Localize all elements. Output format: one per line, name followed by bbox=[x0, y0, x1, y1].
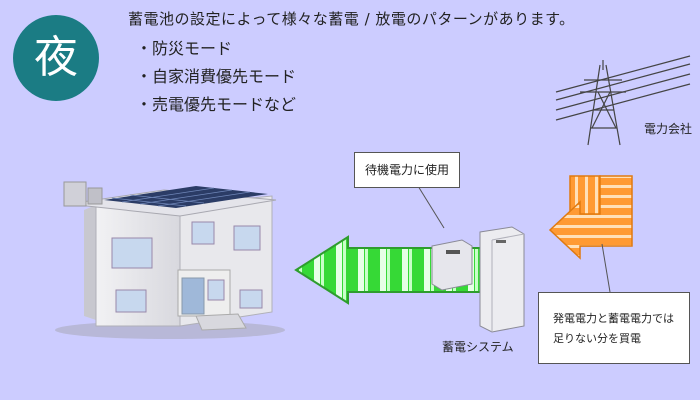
mode-item: 防災モード bbox=[150, 36, 296, 64]
purchase-note: 発電電力と蓄電電力では 足りない分を買電 bbox=[538, 292, 690, 364]
mode-list: 防災モード 自家消費優先モード 売電優先モードなど bbox=[150, 36, 296, 120]
transmission-tower-icon bbox=[555, 55, 691, 146]
headline: 蓄電池の設定によって様々な蓄電 / 放電のパターンがあります。 bbox=[128, 10, 575, 28]
standby-callout-pointer bbox=[417, 185, 445, 229]
purchase-arrow bbox=[548, 175, 633, 260]
purchase-note-line: 足りない分を買電 bbox=[553, 332, 641, 345]
house-with-solar-panels-icon bbox=[55, 181, 285, 339]
storage-system-label: 蓄電システム bbox=[442, 340, 514, 354]
purchase-note-line: 発電電力と蓄電電力では bbox=[553, 312, 674, 325]
power-company-label: 電力会社 bbox=[644, 122, 693, 136]
night-badge: 夜 bbox=[13, 15, 99, 101]
standby-callout: 待機電力に使用 bbox=[354, 152, 460, 188]
mode-item: 売電優先モードなど bbox=[150, 92, 296, 120]
battery-storage-icon bbox=[431, 226, 525, 333]
mode-item: 自家消費優先モード bbox=[150, 64, 296, 92]
purchase-note-pointer bbox=[601, 243, 611, 293]
